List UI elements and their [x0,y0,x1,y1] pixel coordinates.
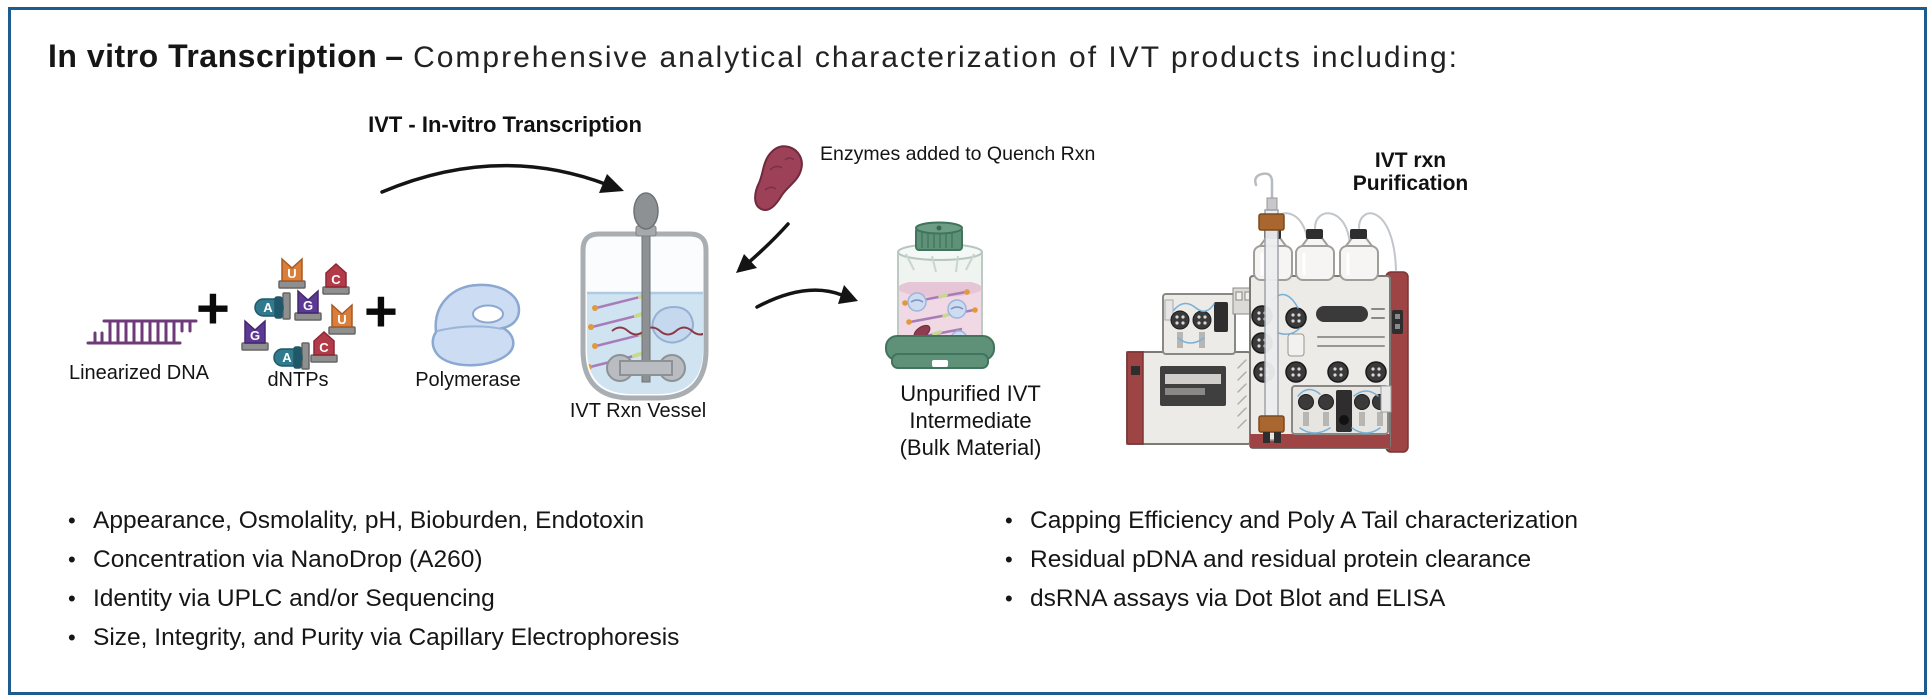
polymerase-label: Polymerase [415,369,521,391]
page-title: In vitro Transcription–Comprehensive ana… [48,38,1459,75]
quench-label: Enzymes added to Quench Rxn [820,143,1096,165]
list-item: dsRNA assays via Dot Blot and ELISA [1003,579,1683,618]
title-separator: – [385,38,404,74]
pump-module-icon [1291,385,1392,435]
svg-text:A: A [282,350,292,365]
ivt-vessel-icon [580,192,709,401]
quench-enzyme-icon [754,145,803,211]
dntp-c-icon: C [322,262,350,295]
svg-text:G: G [250,328,260,343]
dntp-a-icon: A [254,292,291,320]
dntp-g-icon: G [294,289,322,321]
list-item: Concentration via NanoDrop (A260) [66,540,806,579]
vessel-label: IVT Rxn Vessel [569,400,707,422]
list-item: Identity via UPLC and/or Sequencing [66,579,806,618]
dntp-u-icon: U [278,257,306,289]
purification-label-line2: Purification [1352,172,1469,195]
arrow-to-vessel [380,163,624,194]
chromatography-column-icon [1254,172,1285,443]
purification-label: IVT rxn Purification [1318,149,1503,195]
list-item: Appearance, Osmolality, pH, Bioburden, E… [66,501,806,540]
left-analytics-list: Appearance, Osmolality, pH, Bioburden, E… [66,501,806,657]
arrow-to-intermediate [755,285,858,309]
intermediate-label: Unpurified IVT Intermediate (Bulk Materi… [868,380,1073,461]
page-border [8,7,1927,695]
plus-sign-2: + [364,279,398,344]
dntp-u2-icon: U [328,303,356,335]
reaction-label: IVT - In-vitro Transcription [368,112,642,137]
svg-text:U: U [287,266,296,281]
intermediate-label-line2: Intermediate [909,408,1032,433]
right-analytics-list: Capping Efficiency and Poly A Tail chara… [1003,501,1683,618]
dntp-c2-icon: C [310,330,338,363]
dntp-icons: U C A G [241,257,356,370]
svg-text:C: C [319,340,329,355]
svg-text:C: C [331,272,341,287]
list-item: Size, Integrity, and Purity via Capillar… [66,618,806,657]
title-subtitle: Comprehensive analytical characterizatio… [413,41,1459,74]
dntps-label: dNTPs [267,369,329,391]
svg-text:A: A [263,300,273,315]
arrow-quench [736,222,790,273]
dntp-g2-icon: G [241,319,269,351]
intermediate-label-line3: (Bulk Material) [899,435,1042,460]
linearized-dna-label: Linearized DNA [68,362,210,384]
list-item: Residual pDNA and residual protein clear… [1003,540,1683,579]
title-main: In vitro Transcription [48,38,378,74]
list-item: Capping Efficiency and Poly A Tail chara… [1003,501,1683,540]
intermediate-bottle-icon [885,221,995,369]
purification-label-line1: IVT rxn [1374,149,1447,172]
svg-text:U: U [337,312,346,327]
intermediate-label-line1: Unpurified IVT [900,381,1041,406]
linearized-dna-icon [86,319,198,345]
plus-sign: + [196,276,230,341]
svg-text:G: G [303,298,313,313]
dntp-a2-icon: A [273,342,310,370]
fplc-system-icon [1126,172,1409,453]
polymerase-icon [431,283,521,367]
